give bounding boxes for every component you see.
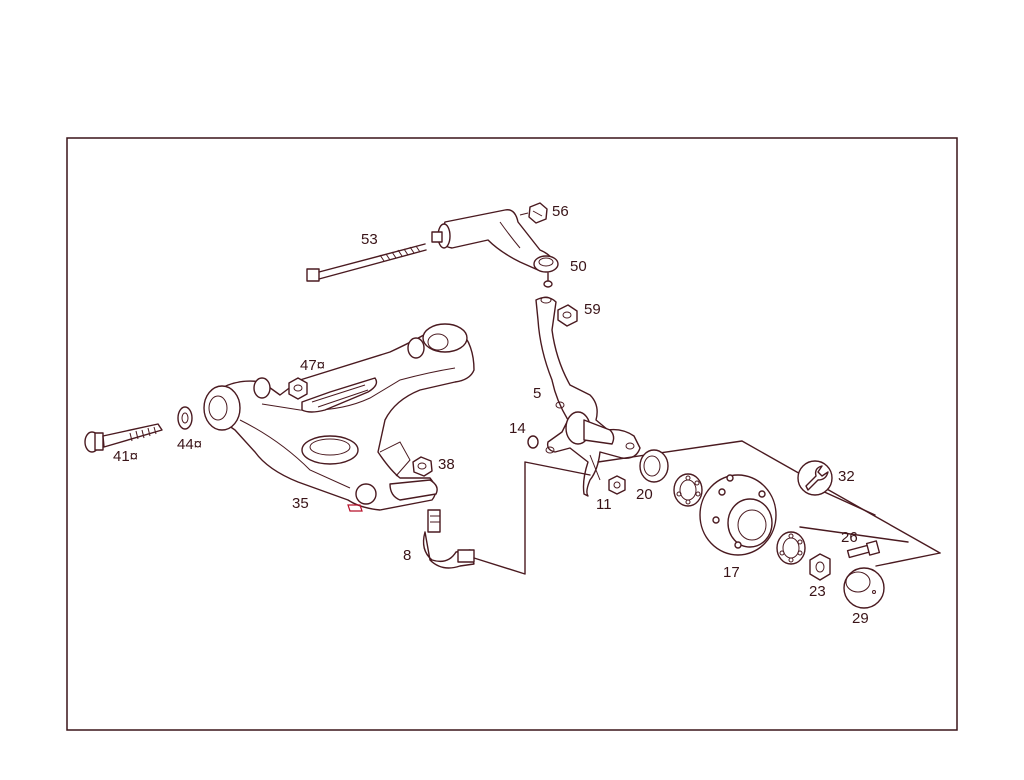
part-59-nut[interactable] [557,304,578,327]
part-bearing-outer[interactable] [776,531,806,565]
part-26-screw[interactable] [846,540,881,559]
part-8-ball-joint[interactable] [422,509,475,569]
callout-23: 23 [809,583,826,600]
part-20-seal-ring[interactable] [639,449,669,483]
callout-14: 14 [509,420,526,437]
leader-hub-group-low [799,526,909,543]
leader-hub-group-bottom [875,552,941,567]
callout-59: 59 [584,301,601,318]
part-47-nut[interactable] [288,377,308,400]
callout-35: 35 [292,495,309,512]
callout-26: 26 [841,529,858,546]
part-32-wrench-icon [797,460,833,496]
callout-20: 20 [636,486,653,503]
callout-29: 29 [852,610,869,627]
leader-56 [519,212,529,216]
callout-56: 56 [552,203,569,220]
part-35-lower-control-arm[interactable] [203,323,475,512]
part-44-washer[interactable] [177,406,193,430]
callout-32: 32 [838,468,855,485]
callout-8: 8 [403,547,411,564]
callout-50: 50 [570,258,587,275]
callout-47: 47¤ [300,357,325,374]
part-56-nut[interactable] [528,202,548,224]
part-17-wheel-hub[interactable] [699,474,777,556]
leader-hub-group-mid [819,489,876,516]
callout-44: 44¤ [177,436,202,453]
part-41-bolt[interactable] [84,423,163,453]
part-50-upper-control-arm[interactable] [431,209,559,288]
callout-5: 5 [533,385,541,402]
part-29-grease-cap[interactable] [843,567,885,609]
part-53-bolt[interactable] [306,243,427,282]
part-5-steering-knuckle[interactable] [535,296,641,497]
callout-41: 41¤ [113,448,138,465]
part-38-nut[interactable] [412,456,433,477]
callout-11: 11 [596,496,612,513]
callout-17: 17 [723,564,740,581]
part-14-bush[interactable] [527,435,539,449]
callout-38: 38 [438,456,455,473]
callout-53: 53 [361,231,378,248]
part-bearing-inner[interactable] [673,473,703,507]
part-23-clamp-nut[interactable] [809,553,831,581]
leader-8-to-knuckle [473,461,591,575]
part-11-nut[interactable] [608,475,626,495]
diagram-frame [66,137,958,731]
